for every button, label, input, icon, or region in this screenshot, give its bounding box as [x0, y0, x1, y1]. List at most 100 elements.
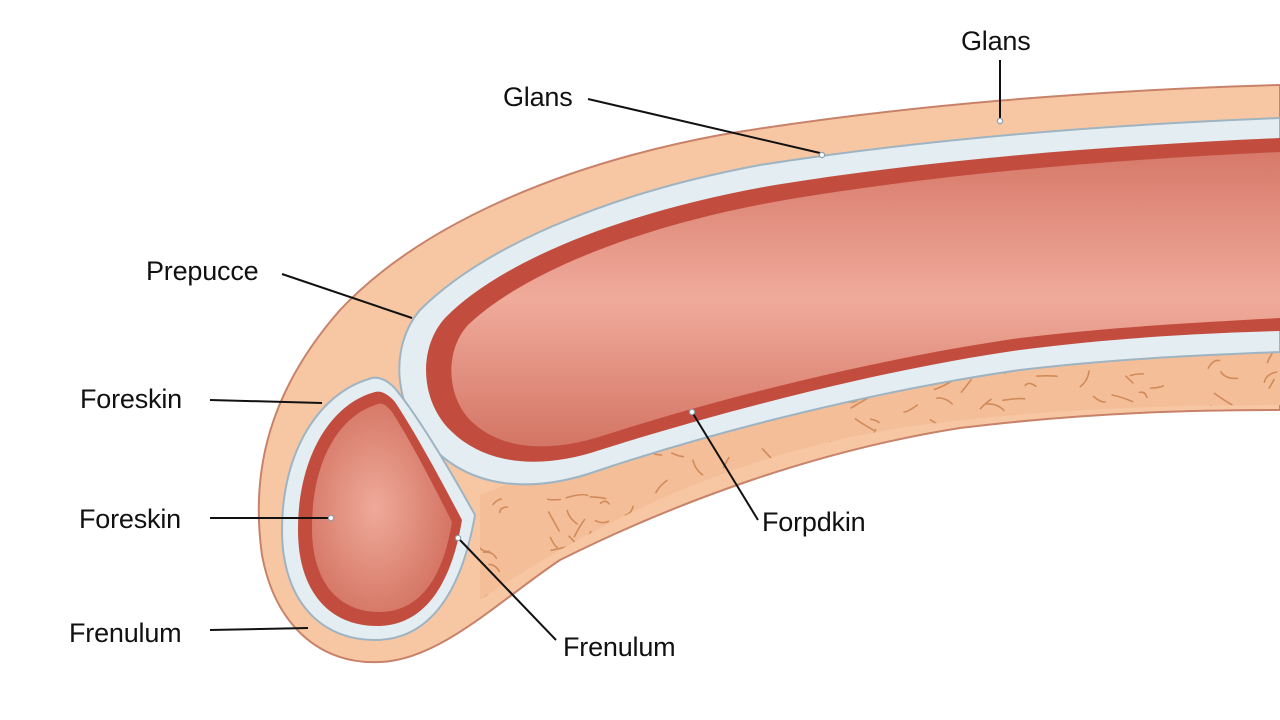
tissue-fiber	[1106, 587, 1115, 595]
tissue-fiber	[769, 552, 782, 565]
tissue-fiber	[1133, 474, 1149, 493]
tissue-fiber	[1057, 508, 1070, 514]
tissue-fiber	[1207, 359, 1221, 370]
tissue-fiber	[991, 516, 1002, 525]
tissue-fiber	[1095, 425, 1106, 436]
tissue-fiber	[1220, 370, 1239, 380]
tissue-fiber	[903, 404, 918, 413]
tissue-fiber	[859, 535, 867, 547]
tissue-fiber	[1007, 467, 1028, 478]
tissue-fiber	[1117, 530, 1131, 535]
tissue-fiber	[846, 575, 858, 592]
tissue-fiber	[772, 537, 786, 547]
tissue-fiber	[890, 564, 902, 586]
label-glans-upper: Glans	[503, 82, 573, 112]
tissue-fiber	[553, 587, 570, 600]
tissue-fiber	[571, 586, 586, 597]
tissue-fiber	[1174, 549, 1182, 559]
tissue-fiber	[488, 563, 501, 573]
tissue-fiber	[1113, 414, 1126, 430]
tissue-fiber	[936, 397, 953, 405]
tissue-fiber	[1073, 472, 1089, 490]
tissue-fiber	[1026, 527, 1048, 536]
tissue-fiber	[846, 571, 858, 575]
tissue-fiber	[952, 546, 968, 560]
tissue-fiber	[1158, 595, 1174, 599]
tissue-fiber	[1263, 371, 1278, 383]
tissue-fiber	[1048, 452, 1067, 462]
tissue-fiber	[861, 560, 872, 576]
tissue-fiber	[608, 554, 626, 559]
tissue-fiber	[1239, 548, 1258, 560]
tissue-fiber	[1012, 539, 1028, 555]
tissue-fiber	[1247, 421, 1269, 430]
tissue-fiber	[690, 546, 703, 565]
tissue-fiber	[986, 439, 995, 451]
tissue-fiber	[1036, 375, 1058, 378]
tissue-fiber	[1181, 576, 1202, 581]
tissue-fiber	[1082, 498, 1092, 514]
label-prepuce: Prepucce	[146, 256, 259, 286]
tissue-fiber	[854, 593, 867, 600]
tissue-fiber	[622, 570, 640, 575]
tissue-fiber	[1010, 573, 1021, 583]
tissue-fiber	[1124, 475, 1144, 489]
tissue-fiber	[1146, 488, 1159, 509]
tissue-fiber	[706, 503, 725, 508]
tissue-fiber	[1092, 395, 1106, 403]
tissue-fiber	[1228, 515, 1239, 534]
tissue-fiber	[1252, 426, 1269, 431]
tissue-fiber	[1089, 428, 1108, 434]
leader-frenulum-bottom	[459, 539, 557, 641]
tissue-fiber	[870, 550, 886, 556]
tissue-fiber	[776, 471, 788, 479]
tissue-fiber	[960, 378, 972, 393]
tissue-fiber	[566, 509, 578, 525]
tissue-fiber	[1197, 426, 1209, 434]
tissue-fiber	[547, 511, 560, 532]
label-frenulum-left: Frenulum	[69, 618, 182, 648]
tissue-fiber	[1113, 415, 1128, 435]
leader-glans-upper	[587, 98, 821, 154]
tissue-fiber	[1044, 490, 1061, 502]
tissue-fiber	[666, 529, 685, 536]
tissue-fiber	[1130, 544, 1144, 549]
tissue-fiber	[996, 592, 1008, 597]
tissue-fiber	[594, 569, 610, 575]
tissue-fiber	[846, 478, 868, 488]
leader-forpdkin	[691, 411, 759, 521]
tissue-fiber	[960, 471, 972, 475]
tissue-fiber	[906, 543, 925, 548]
tissue-fiber	[1212, 554, 1223, 558]
label-foreskin-lower: Foreskin	[79, 504, 181, 534]
tissue-fiber	[1056, 575, 1074, 580]
tissue-fiber	[1108, 526, 1120, 534]
tissue-fiber	[624, 505, 634, 516]
label-forpdkin: Forpdkin	[762, 507, 866, 537]
tissue-fiber	[1084, 548, 1102, 553]
tissue-fiber	[655, 479, 668, 494]
tissue-fiber	[1116, 468, 1139, 473]
tissue-fiber	[944, 512, 955, 526]
tissue-fiber	[1196, 595, 1206, 600]
tissue-fiber	[845, 596, 867, 600]
tissue-fiber	[754, 603, 773, 608]
tissue-fiber	[1125, 375, 1134, 384]
tissue-fiber	[1231, 424, 1243, 445]
tissue-fiber	[1028, 525, 1037, 532]
tissue-fiber	[763, 597, 778, 600]
tissue-fiber	[1271, 438, 1280, 455]
tissue-fiber	[492, 498, 503, 506]
tissue-fiber	[565, 493, 589, 499]
tissue-fiber	[1122, 424, 1136, 433]
tissue-fiber	[1257, 499, 1272, 506]
tissue-fiber	[1228, 486, 1239, 501]
tissue-fiber	[1100, 510, 1108, 522]
tissue-fiber	[1213, 392, 1233, 406]
shaft-tissue-inner	[451, 152, 1280, 447]
tissue-fiber	[567, 581, 587, 585]
tissue-fiber	[1223, 597, 1233, 600]
tissue-fiber	[692, 459, 704, 476]
